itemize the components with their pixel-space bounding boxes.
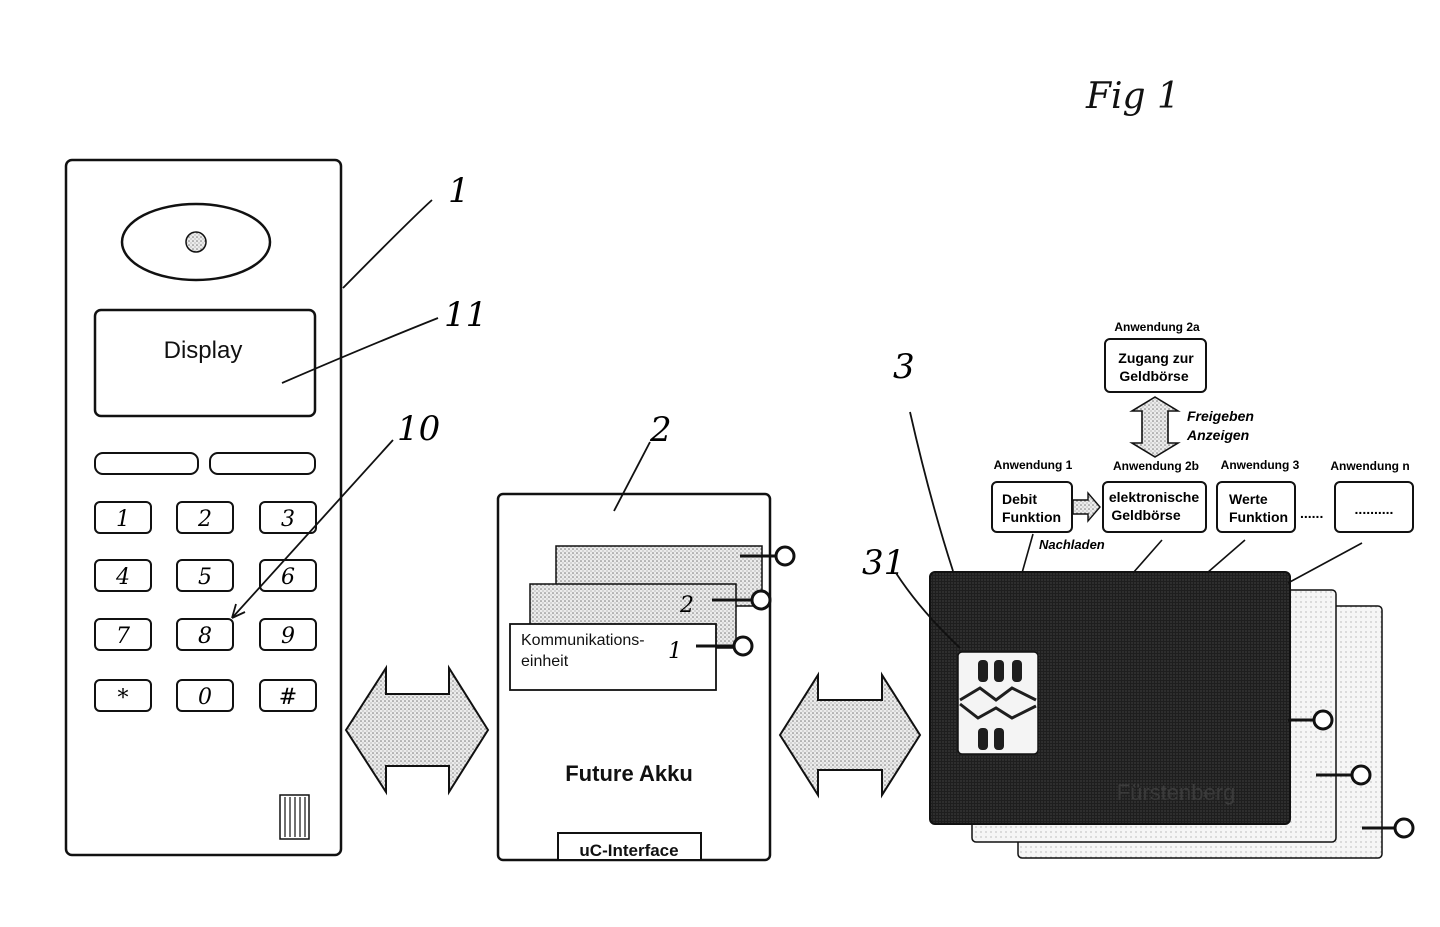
key-label-5: 5 — [198, 565, 212, 590]
leader-card — [910, 412, 953, 571]
ref-display: 11 — [444, 295, 487, 335]
ref-phone: 1 — [448, 171, 470, 211]
key-label-9: 9 — [281, 624, 295, 649]
mobile-phone: Display 1 2 3 4 5 6 7 8 9 * 0 — [66, 160, 341, 855]
ref-keypad: 10 — [397, 409, 440, 449]
akku-title: Future Akku — [565, 761, 693, 786]
double-arrow-akku-card — [780, 675, 920, 795]
leader-phone — [343, 200, 432, 288]
exchange-line1: Freigeben — [1187, 408, 1254, 424]
ellipsis-between-apps: ...... — [1300, 505, 1323, 521]
ref-card: 3 — [893, 347, 915, 387]
card-contact-1-icon — [1314, 711, 1332, 729]
arrow-app1-app2b — [1073, 493, 1100, 521]
future-akku: 2 2 1 Kommunikations- einheit Future Akk… — [498, 410, 794, 860]
module-middle-number: 2 — [679, 593, 694, 618]
double-arrow-phone-akku — [346, 668, 488, 792]
key-label-7: 7 — [116, 624, 130, 649]
key-label-3: 3 — [281, 507, 295, 532]
leader-app3 — [1207, 540, 1245, 573]
leader-app2b — [1133, 540, 1162, 573]
chip-contact-icon — [958, 652, 1038, 754]
app2b-line1: elektronische — [1109, 489, 1199, 505]
ref-akku: 2 — [649, 410, 672, 450]
card-contact-2-icon — [1352, 766, 1370, 784]
app3-line2: Funktion — [1229, 509, 1288, 525]
key-label-6: 6 — [281, 565, 295, 590]
key-label-star: * — [118, 686, 129, 711]
appn-title: Anwendung n — [1330, 459, 1409, 473]
leader-appn — [1288, 543, 1362, 583]
key-label-1: 1 — [116, 507, 130, 532]
app1-title: Anwendung 1 — [994, 458, 1073, 472]
microphone-grille-icon — [280, 795, 309, 839]
figure-label: Fig 1 — [1085, 76, 1180, 117]
app3-title: Anwendung 3 — [1221, 458, 1300, 472]
app3-line1: Werte — [1229, 491, 1268, 507]
app2a-line2: Geldbörse — [1119, 368, 1188, 384]
card-imprint: Fürstenberg — [1117, 780, 1236, 805]
key-label-hash: # — [279, 685, 297, 710]
display-label: Display — [164, 337, 243, 364]
uc-interface-label: uC-Interface — [579, 841, 678, 860]
appn-line1: .......... — [1355, 501, 1394, 517]
key-label-2: 2 — [197, 507, 212, 532]
app2b-title: Anwendung 2b — [1113, 459, 1199, 473]
applications: Anwendung 2a Zugang zur Geldbörse Freige… — [992, 320, 1413, 583]
module-back-contact-icon — [776, 547, 794, 565]
card-contact-3-icon — [1395, 819, 1413, 837]
app1-line1: Debit — [1002, 491, 1037, 507]
softkey-right — [210, 453, 315, 474]
exchange-line2: Anzeigen — [1186, 427, 1249, 443]
module-middle-contact-icon — [752, 591, 770, 609]
leader-app1 — [1022, 534, 1033, 573]
chip-card-stack: Fürstenberg — [930, 572, 1413, 858]
module-front-number: 1 — [668, 639, 682, 664]
module-front-contact-icon — [734, 637, 752, 655]
key-label-0: 0 — [198, 685, 212, 710]
app2a-line1: Zugang zur — [1118, 350, 1194, 366]
vertical-double-arrow — [1132, 397, 1178, 457]
reload-label: Nachladen — [1039, 537, 1105, 552]
app1-line2: Funktion — [1002, 509, 1061, 525]
softkey-left — [95, 453, 198, 474]
key-label-4: 4 — [115, 565, 130, 590]
speaker-icon — [186, 232, 206, 252]
app2b-line2: Geldbörse — [1111, 507, 1180, 523]
key-label-8: 8 — [198, 624, 212, 649]
app2a-title: Anwendung 2a — [1114, 320, 1200, 334]
